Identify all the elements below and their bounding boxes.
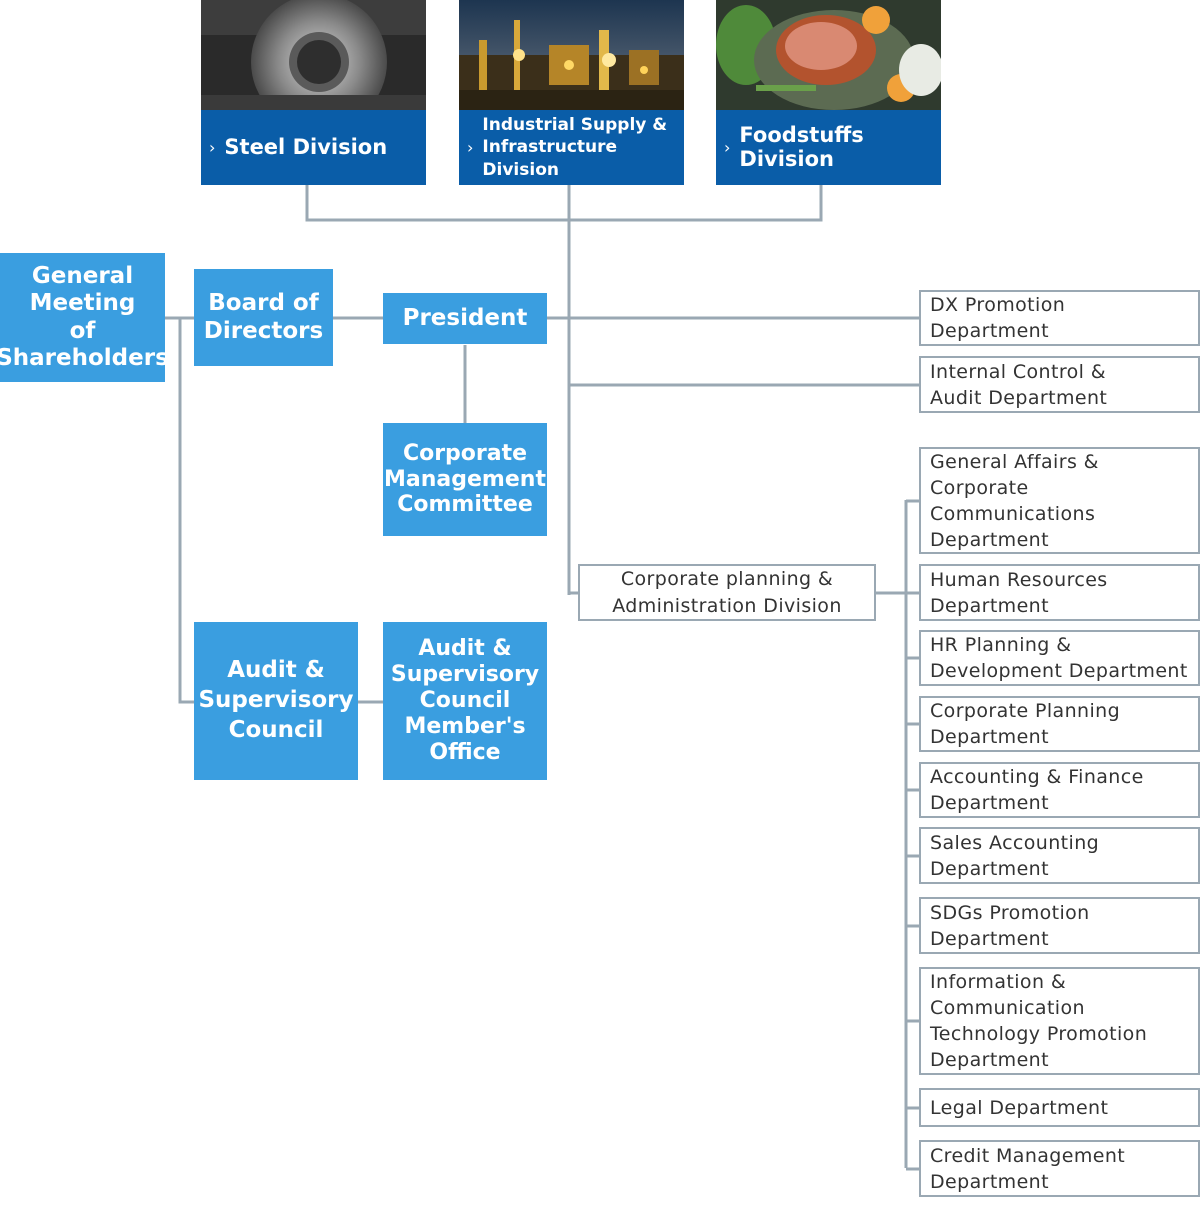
ict-promotion-department: Information & Communication Technology P… bbox=[919, 967, 1200, 1075]
chevron-right-icon: › bbox=[724, 138, 731, 157]
sdgs-promotion-department: SDGs Promotion Department bbox=[919, 897, 1200, 954]
division-label: Foodstuffs Division bbox=[739, 123, 864, 171]
legal-department: Legal Department bbox=[919, 1088, 1200, 1127]
accounting-finance-department: Accounting & Finance Department bbox=[919, 762, 1200, 818]
sales-accounting-department: Sales Accounting Department bbox=[919, 827, 1200, 884]
hr-planning-development-department: HR Planning & Development Department bbox=[919, 630, 1200, 686]
corporate-management-committee: Corporate Management Committee bbox=[383, 423, 547, 536]
general-meeting-of-shareholders: General Meeting of Shareholders bbox=[0, 253, 169, 382]
human-resources-department: Human Resources Department bbox=[919, 564, 1200, 621]
chevron-right-icon: › bbox=[467, 138, 474, 157]
internal-control-audit-department: Internal Control & Audit Department bbox=[919, 356, 1200, 413]
division-label: Industrial Supply & Infrastructure Divis… bbox=[482, 115, 668, 180]
industrial-plant-photo bbox=[459, 0, 684, 110]
corporate-planning-administration-division: Corporate planning & Administration Divi… bbox=[578, 564, 876, 621]
division-foodstuffs[interactable]: › Foodstuffs Division bbox=[716, 0, 941, 185]
division-label: Steel Division bbox=[224, 134, 388, 159]
chevron-right-icon: › bbox=[209, 138, 216, 157]
steel-coil-photo bbox=[201, 0, 426, 110]
board-of-directors: Board of Directors bbox=[194, 269, 333, 366]
division-steel[interactable]: › Steel Division bbox=[201, 0, 426, 185]
corporate-planning-department: Corporate Planning Department bbox=[919, 696, 1200, 752]
president: President bbox=[383, 293, 547, 344]
audit-supervisory-council-members-office: Audit & Supervisory Council Member's Off… bbox=[383, 622, 547, 780]
dx-promotion-department: DX Promotion Department bbox=[919, 290, 1200, 346]
audit-supervisory-council: Audit & Supervisory Council bbox=[194, 622, 358, 780]
division-industrial-supply[interactable]: › Industrial Supply & Infrastructure Div… bbox=[459, 0, 684, 185]
general-affairs-department: General Affairs & Corporate Communicatio… bbox=[919, 447, 1200, 554]
food-platter-photo bbox=[716, 0, 941, 110]
credit-management-department: Credit Management Department bbox=[919, 1140, 1200, 1197]
division-bracket-line bbox=[305, 185, 823, 222]
audit-branch-line bbox=[178, 318, 195, 704]
